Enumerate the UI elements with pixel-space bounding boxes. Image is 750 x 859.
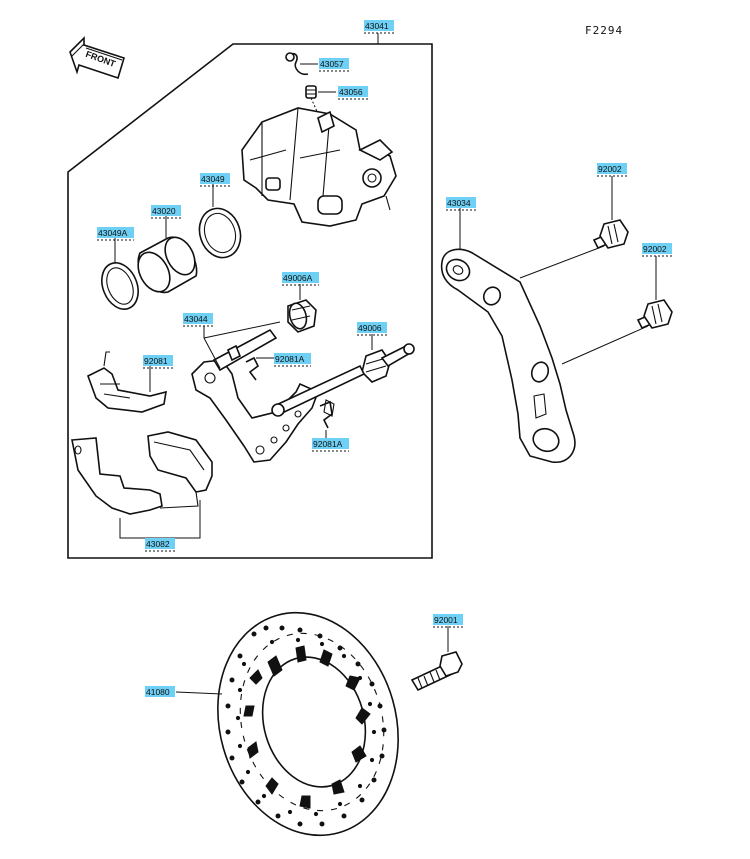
brake-disc-part: [175, 611, 399, 837]
part-label-text: 92002: [598, 164, 622, 174]
part-label: 43057: [319, 58, 349, 69]
figure-code: F2294: [585, 24, 623, 37]
part-label-text: 92002: [643, 244, 667, 254]
caliper-body-part: [241, 107, 397, 227]
part-label-text: 49006A: [283, 273, 313, 283]
boot-part: [287, 284, 317, 333]
part-label: 43044: [183, 313, 213, 324]
bolt-lower-part: [636, 256, 673, 330]
part-label: 92001: [433, 614, 463, 625]
part-label-text: 43041: [365, 21, 389, 31]
caliper-holder-part: [191, 321, 366, 463]
part-label-text: 92081A: [313, 439, 343, 449]
bleeder-cap-part: [285, 52, 318, 76]
label-underlines: [97, 32, 672, 628]
part-label: 49006A: [282, 272, 319, 283]
bolt-upper-part: [592, 176, 629, 250]
part-label: 43049: [200, 173, 230, 184]
part-label-text: 92081: [144, 356, 168, 366]
part-label: 43082: [145, 538, 175, 549]
part-label-text: 43020: [152, 206, 176, 216]
part-label-text: 43057: [320, 59, 344, 69]
part-label: 43049A: [97, 227, 134, 238]
part-label: 43034: [446, 197, 476, 208]
part-label: 43020: [151, 205, 181, 216]
part-label: 92081A: [312, 438, 349, 449]
bleeder-valve-part: [305, 85, 336, 119]
part-label: 41080: [145, 686, 175, 697]
part-label: 92081A: [274, 353, 311, 364]
caliper-assembly-frame: [67, 43, 433, 559]
piston-seal-part: [198, 184, 242, 259]
brake-pads-part: [71, 431, 213, 539]
part-label-text: 41080: [146, 687, 170, 697]
part-label: 43056: [338, 86, 368, 97]
disc-bolt-part: [410, 626, 463, 692]
part-label-text: 92081A: [275, 354, 305, 364]
part-label: 92002: [597, 163, 627, 174]
boot-pin-part: [361, 334, 415, 383]
part-label: 49006: [357, 322, 387, 333]
part-label-text: 43049: [201, 174, 225, 184]
part-label-text: 43056: [339, 87, 363, 97]
part-label-text: 92001: [434, 615, 458, 625]
part-label: 92081: [143, 355, 173, 366]
part-label-text: 49006: [358, 323, 382, 333]
front-arrow: FRONT: [69, 36, 125, 80]
part-label-text: 43049A: [98, 228, 128, 238]
part-label-text: 43082: [146, 539, 170, 549]
caliper-bracket-part: [440, 208, 649, 463]
dust-seal-part: [101, 238, 139, 310]
part-labels: 43041 43057 43056 43049 43020 43049A 490…: [97, 20, 672, 697]
pad-spring-part: [87, 351, 167, 413]
part-label-text: 43034: [447, 198, 471, 208]
piston-part: [137, 216, 198, 294]
part-label: 92002: [642, 243, 672, 254]
part-label-text: 43044: [184, 314, 208, 324]
part-label: 43041: [364, 20, 394, 31]
